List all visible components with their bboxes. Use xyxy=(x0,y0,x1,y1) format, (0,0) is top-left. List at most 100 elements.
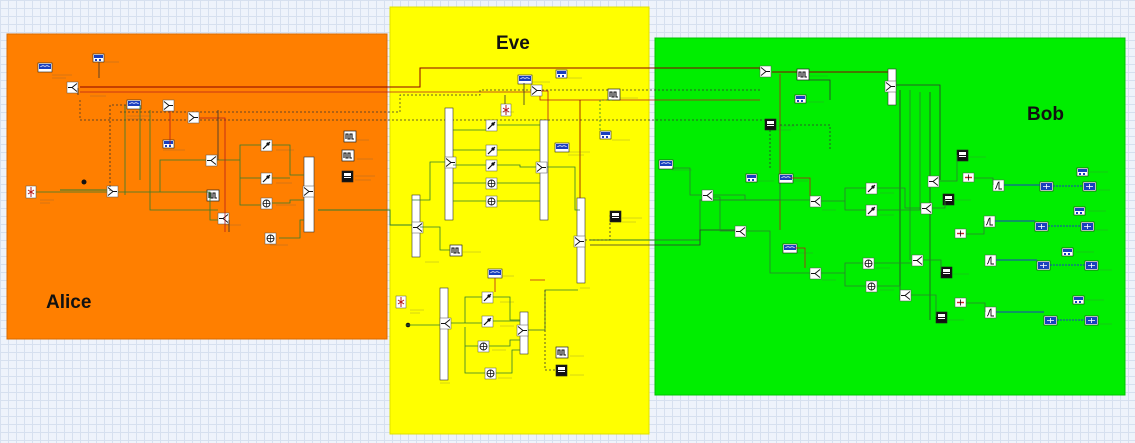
combiner-icon xyxy=(444,156,457,169)
polarizer-icon xyxy=(477,340,490,353)
splitter-icon xyxy=(899,289,912,302)
alice-label: Alice xyxy=(46,292,91,313)
combiner-icon xyxy=(573,235,586,248)
splitter-icon xyxy=(217,212,230,225)
splitter-icon xyxy=(809,267,822,280)
analyzer-icon xyxy=(764,118,777,131)
combiner-icon xyxy=(106,185,119,198)
combiner-icon xyxy=(302,185,315,198)
detector-icon xyxy=(1084,260,1099,271)
detector-icon xyxy=(1039,181,1054,192)
polarizer-icon xyxy=(484,367,497,380)
scope-icon xyxy=(449,244,463,257)
combiner-icon xyxy=(516,324,529,337)
eve-wires xyxy=(406,83,612,374)
eve-blocks xyxy=(395,69,622,381)
phase-modulator-icon xyxy=(481,291,494,304)
sequence-generator-icon xyxy=(37,62,53,73)
filter-icon xyxy=(984,306,997,319)
source-block-icon xyxy=(1073,206,1086,216)
scope-icon xyxy=(343,130,357,143)
source-block-icon xyxy=(745,173,758,183)
splitter-icon xyxy=(205,154,218,167)
phase-modulator-icon xyxy=(865,204,878,217)
splitter-icon xyxy=(927,175,940,188)
polarizer-icon xyxy=(260,197,273,210)
source-block-icon xyxy=(794,94,807,104)
splitter-icon xyxy=(734,225,747,238)
scope-icon xyxy=(607,88,621,101)
combiner-icon xyxy=(187,111,200,124)
polarizer-icon xyxy=(485,195,498,208)
switch-icon xyxy=(962,172,975,183)
sequence-generator-icon xyxy=(487,268,503,279)
bob-wires xyxy=(672,79,1085,321)
phase-modulator-icon xyxy=(485,119,498,132)
detector-icon xyxy=(1082,181,1097,192)
phase-modulator-icon xyxy=(481,315,494,328)
polarizer-icon xyxy=(264,232,277,245)
detector-icon xyxy=(1084,315,1099,326)
analyzer-icon xyxy=(555,364,568,377)
laser-block-icon xyxy=(25,185,37,199)
source-block-icon xyxy=(599,130,612,140)
alice-wires xyxy=(36,62,304,239)
switch-icon xyxy=(954,228,967,239)
source-block-icon xyxy=(92,53,105,63)
node-icon xyxy=(81,179,87,185)
source-block-icon xyxy=(1076,167,1089,177)
detector-icon xyxy=(1080,221,1095,232)
combiner-icon xyxy=(884,80,897,93)
polarizer-icon xyxy=(865,280,878,293)
scope-icon xyxy=(555,346,569,359)
laser-block-icon xyxy=(500,103,512,117)
sequence-generator-icon xyxy=(126,99,142,110)
phase-modulator-icon xyxy=(485,144,498,157)
detector-icon xyxy=(1034,221,1049,232)
alice-blocks xyxy=(25,53,357,245)
filter-icon xyxy=(983,215,996,228)
source-block-icon xyxy=(1061,247,1074,257)
sequence-generator-icon xyxy=(782,243,798,254)
source-block-icon xyxy=(1072,295,1085,305)
detector-icon xyxy=(1043,315,1058,326)
splitter-icon xyxy=(439,317,452,330)
sequence-generator-icon xyxy=(517,74,533,85)
source-block-icon xyxy=(162,139,175,149)
splitter-icon xyxy=(701,189,714,202)
polarizer-icon xyxy=(485,177,498,190)
bus-bar-icon xyxy=(439,287,449,381)
bob-label: Bob xyxy=(1027,104,1064,125)
detector-icon xyxy=(1036,260,1051,271)
polarizer-icon xyxy=(862,257,875,270)
laser-block-icon xyxy=(395,295,407,309)
phase-modulator-icon xyxy=(865,182,878,195)
source-block-icon xyxy=(555,69,568,79)
phase-modulator-icon xyxy=(260,139,273,152)
analyzer-icon xyxy=(956,149,969,162)
bob-blocks xyxy=(658,65,1099,326)
switch-icon xyxy=(954,297,967,308)
sequence-generator-icon xyxy=(658,159,674,170)
scope-icon xyxy=(341,149,355,162)
analyzer-icon xyxy=(341,170,354,183)
block-annotations xyxy=(40,61,1112,384)
sequence-generator-icon xyxy=(554,142,570,153)
splitter-icon xyxy=(411,221,424,234)
combiner-icon xyxy=(162,99,175,112)
analyzer-icon xyxy=(940,266,953,279)
scope-icon xyxy=(796,68,810,81)
phase-modulator-icon xyxy=(260,172,273,185)
filter-icon xyxy=(984,254,997,267)
splitter-icon xyxy=(809,195,822,208)
filter-icon xyxy=(992,179,1005,192)
splitter-icon xyxy=(920,202,933,215)
combiner-icon xyxy=(535,161,548,174)
combiner-icon xyxy=(759,65,772,78)
combiner-icon xyxy=(530,84,543,97)
analyzer-icon xyxy=(609,210,622,223)
analyzer-icon xyxy=(935,311,948,324)
phase-modulator-icon xyxy=(485,159,498,172)
sequence-generator-icon xyxy=(778,173,794,184)
